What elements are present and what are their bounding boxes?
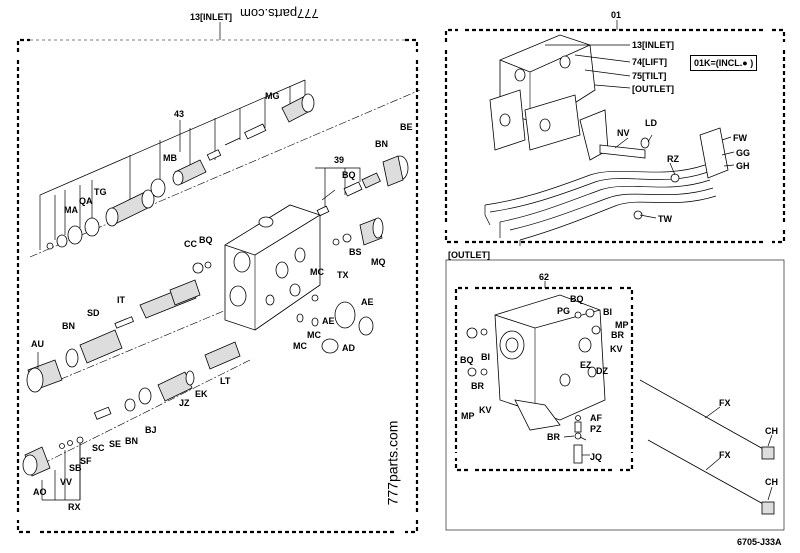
diagram-code: 6705-J33A: [737, 537, 782, 547]
label-vv: VV: [60, 477, 73, 487]
label-tw: TW: [658, 214, 672, 224]
label-be: BE: [400, 122, 413, 132]
label-bi-left: BI: [481, 352, 490, 362]
left-title: 13[INLET]: [190, 12, 233, 22]
label-bn-lower: BN: [125, 436, 138, 446]
label-mc-mid: MC: [307, 330, 321, 340]
label-br-bottom: BR: [547, 432, 560, 442]
label-bj: BJ: [145, 425, 157, 435]
label-ao: AO: [33, 487, 47, 497]
label-mq: MQ: [371, 257, 386, 267]
label-bi-right: BI: [603, 307, 612, 317]
valve-body: [224, 204, 321, 331]
label-bq-outlet-left: BQ: [460, 355, 474, 365]
label-fw: FW: [733, 133, 747, 143]
label-mb: MB: [163, 153, 177, 163]
label-nv: NV: [617, 128, 630, 138]
upper-spool-parts: [46, 93, 315, 250]
right-title: 01: [611, 10, 622, 20]
label-au: AU: [31, 339, 44, 349]
tie-rods: [639, 379, 775, 515]
label-43: 43: [174, 109, 185, 119]
label-sd: SD: [87, 308, 100, 318]
label-br-right: BR: [611, 330, 624, 340]
subgroup-number: 62: [539, 272, 550, 282]
label-ad: AD: [342, 343, 355, 353]
label-mc-right: MC: [310, 267, 324, 277]
label-bq-upper: BQ: [342, 170, 356, 180]
label-lt: LT: [220, 376, 231, 386]
relief-parts: [316, 155, 409, 217]
label-se: SE: [109, 439, 122, 449]
label-kv-right: KV: [610, 344, 623, 354]
label-fx-upper: FX: [719, 398, 731, 408]
label-ch-upper: CH: [765, 426, 778, 436]
label-bs: BS: [349, 247, 362, 257]
label-mc-low: MC: [293, 341, 307, 351]
label-ma: MA: [64, 205, 78, 215]
label-qa: QA: [79, 196, 93, 206]
label-gh: GH: [736, 161, 750, 171]
label-rx: RX: [68, 502, 81, 512]
label-bn-upper: BN: [375, 139, 388, 149]
pipe-lines: [484, 127, 729, 246]
label-tx: TX: [337, 270, 349, 280]
upper-bracket: [39, 79, 306, 250]
outlet-body: [466, 294, 606, 464]
label-mg: MG: [265, 91, 280, 101]
middle-spool: [26, 279, 201, 393]
label-gg: GG: [736, 148, 751, 158]
label-br-left: BR: [471, 381, 484, 391]
lower-spool: [22, 341, 241, 477]
legend-lift: 74[LIFT]: [632, 57, 667, 67]
label-jq: JQ: [590, 452, 603, 462]
left-panel-frame: [16, 38, 419, 534]
label-mp-left: MP: [461, 411, 475, 421]
label-bq-outlet-top: BQ: [570, 294, 584, 304]
label-dz: DZ: [596, 366, 608, 376]
label-bn-middle: BN: [62, 321, 75, 331]
label-fx-lower: FX: [719, 450, 731, 460]
valve-assembly-sketch: [489, 34, 631, 161]
label-af: AF: [590, 413, 602, 423]
label-it: IT: [117, 295, 125, 305]
label-39: 39: [334, 155, 345, 165]
label-cc: CC: [184, 239, 197, 249]
label-ez: EZ: [580, 360, 592, 370]
outlet-title: [OUTLET]: [448, 250, 490, 260]
label-mp-right: MP: [615, 320, 629, 330]
outlet-frame: [445, 259, 785, 531]
label-tg: TG: [94, 187, 107, 197]
label-jz: JZ: [179, 398, 190, 408]
label-sc: SC: [92, 443, 105, 453]
side-watermark: 777parts.com: [384, 420, 401, 506]
middle-axis: [34, 299, 251, 391]
label-pz: PZ: [590, 424, 602, 434]
kit-note-box: 01K=(INCL.● ): [690, 55, 758, 71]
legend-outlet: [OUTLET]: [632, 84, 674, 94]
label-ae-right: AE: [361, 297, 374, 307]
top-watermark: 777parts.com: [240, 6, 319, 21]
label-ch-lower: CH: [765, 477, 778, 487]
legend-tilt: 75[TILT]: [632, 71, 667, 81]
label-ek: EK: [195, 389, 208, 399]
legend-inlet: 13[INLET]: [632, 40, 675, 50]
label-rz: RZ: [667, 154, 679, 164]
lower-axis: [29, 359, 251, 471]
label-sb: SB: [69, 463, 82, 473]
label-ae-mid: AE: [322, 316, 335, 326]
label-bq-body: BQ: [199, 235, 213, 245]
label-sf: SF: [80, 456, 92, 466]
label-kv-left: KV: [479, 405, 492, 415]
label-ld: LD: [645, 118, 657, 128]
label-pg: PG: [557, 306, 571, 316]
